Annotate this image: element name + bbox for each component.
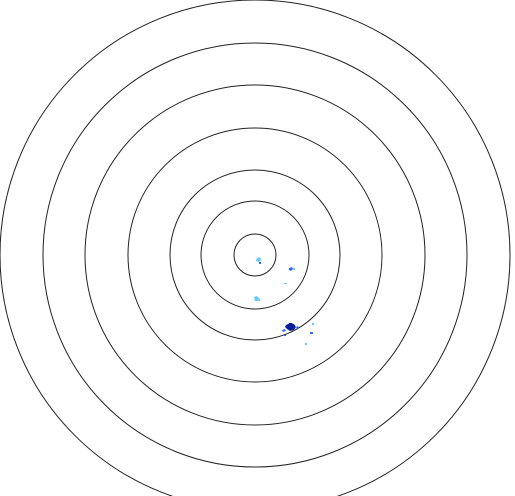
echo-east-2 xyxy=(293,268,295,270)
echo-southeast-8 xyxy=(284,335,286,336)
range-ring-3 xyxy=(169,169,341,341)
echo-south-2 xyxy=(258,299,260,301)
echo-layer xyxy=(254,257,314,345)
range-ring-4 xyxy=(127,127,383,383)
echo-southeast-2 xyxy=(282,329,286,332)
echo-southeast-4 xyxy=(312,323,314,325)
echo-southeast-5 xyxy=(296,326,299,329)
echo-southeast-3 xyxy=(310,332,313,334)
range-ring-5 xyxy=(84,84,426,426)
echo-southeast-7 xyxy=(305,343,307,345)
range-ring-1 xyxy=(233,233,277,277)
echo-east-3 xyxy=(284,283,287,284)
echo-southeast-6 xyxy=(289,323,293,326)
echo-south-1 xyxy=(254,296,259,301)
echo-center-2 xyxy=(259,262,261,264)
echo-southeast-core xyxy=(285,323,296,331)
range-ring-2 xyxy=(200,200,310,310)
echo-east-1 xyxy=(289,267,293,271)
range-ring-6 xyxy=(42,42,468,468)
echo-center-1 xyxy=(256,257,261,262)
